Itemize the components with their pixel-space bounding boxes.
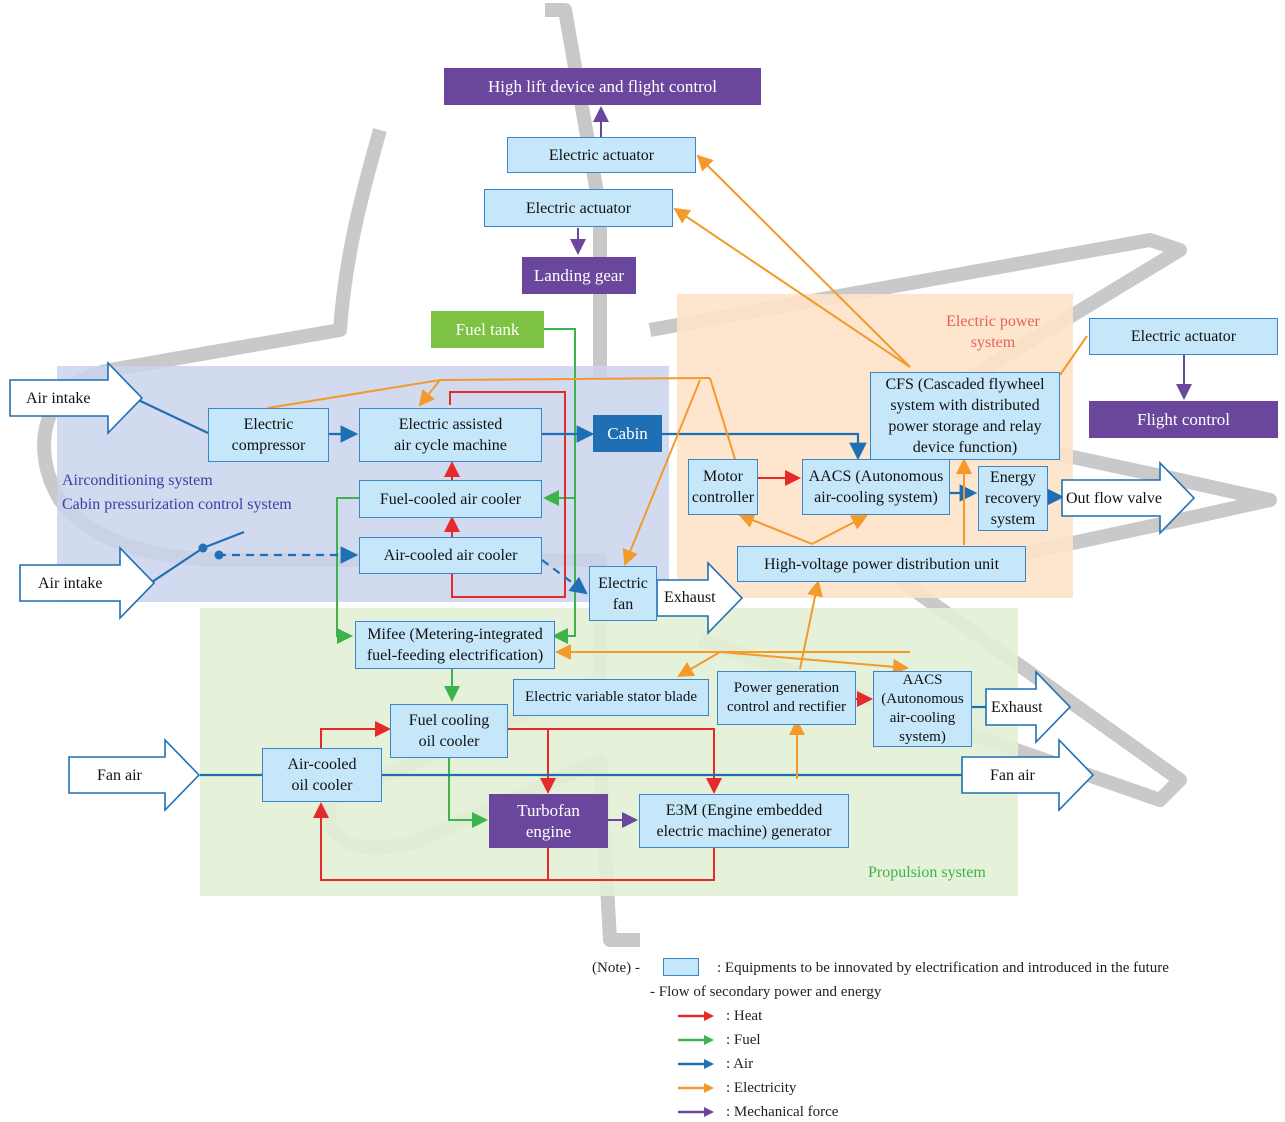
exhaust-2-label: Exhaust <box>991 699 1043 716</box>
electric-actuator-top: Electric actuator <box>507 137 696 173</box>
legend-arrow-icon <box>678 1035 714 1045</box>
legend-item-label: : Air <box>726 1056 754 1072</box>
stator-blade-box: Electric variable stator blade <box>513 679 709 716</box>
legend-equipment-text: : Equipments to be innovated by electrif… <box>717 960 1169 976</box>
air-intake-1-label: Air intake <box>26 390 91 407</box>
air-intake-arrow-1 <box>9 361 144 435</box>
electric-actuator-mid: Electric actuator <box>484 189 673 227</box>
air-intake-arrow-2 <box>19 546 156 620</box>
exhaust-1-label: Exhaust <box>664 589 716 606</box>
mifee-box: Mifee (Metering-integrated fuel-feeding … <box>355 621 555 669</box>
legend-item: : Electricity <box>676 1078 896 1098</box>
out-flow-valve-label: Out flow valve <box>1066 490 1162 507</box>
turbofan-engine-box: Turbofan engine <box>489 794 608 848</box>
fuel-cooled-air-cooler-box: Fuel-cooled air cooler <box>359 480 542 518</box>
flight-control-box: Flight control <box>1089 401 1278 438</box>
power-gen-box: Power generation control and rectifier <box>717 671 856 725</box>
valve-pivot-icon <box>198 543 208 553</box>
e3m-generator-box: E3M (Engine embedded electric machine) g… <box>639 794 849 848</box>
legend-arrow-icon <box>678 1011 714 1021</box>
energy-recovery-box: Energy recovery system <box>978 466 1048 531</box>
heat-flows <box>313 391 873 881</box>
aacs-2-box: AACS (Autonomous air-cooling system) <box>873 671 972 747</box>
legend-arrow-icon <box>678 1083 714 1093</box>
legend-item-label: : Fuel <box>726 1032 761 1048</box>
aircon-label-1: Airconditioning system <box>62 472 213 489</box>
legend-item: : Fuel <box>676 1030 896 1050</box>
legend-item-label: : Mechanical force <box>726 1104 839 1120</box>
fan-air-arrow-right <box>961 738 1095 812</box>
fuel-tank-box: Fuel tank <box>431 311 544 348</box>
out-flow-arrow <box>1061 461 1196 535</box>
legend-note-prefix: (Note) - <box>592 960 640 976</box>
high-lift-box: High lift device and flight control <box>444 68 761 105</box>
aircon-label-2: Cabin pressurization control system <box>62 496 292 513</box>
electricity-flows <box>267 154 1088 779</box>
electric-fan-box: Electric fan <box>589 566 657 621</box>
propulsion-label: Propulsion system <box>868 864 986 881</box>
fuel-cooling-oil-cooler-box: Fuel cooling oil cooler <box>390 704 508 758</box>
motor-controller-box: Motor controller <box>688 459 758 515</box>
legend-item: : Mechanical force <box>676 1102 896 1122</box>
fan-air-left-label: Fan air <box>97 767 142 784</box>
legend-arrow-icon <box>678 1059 714 1069</box>
electric-power-label: Electric power system <box>946 313 1040 351</box>
electric-actuator-right: Electric actuator <box>1089 318 1278 355</box>
electric-compressor-box: Electric compressor <box>208 408 329 462</box>
exhaust-arrow-1 <box>656 561 744 635</box>
mechanical-flows <box>570 106 1192 828</box>
air-cooled-oil-cooler-box: Air-cooled oil cooler <box>262 748 382 802</box>
fan-air-arrow-left <box>68 738 201 812</box>
legend-flow-title: - Flow of secondary power and energy <box>650 984 882 1000</box>
legend-item: : Air <box>676 1054 896 1074</box>
legend-arrow-icon <box>678 1107 714 1117</box>
aacs-1-box: AACS (Autonomous air-cooling system) <box>802 459 950 515</box>
fuel-flows <box>336 328 576 828</box>
hvpdu-box: High-voltage power distribution unit <box>737 546 1026 582</box>
legend-item-label: : Heat <box>726 1008 763 1024</box>
electric-assisted-acm-box: Electric assisted air cycle machine <box>359 408 542 462</box>
air-intake-2-label: Air intake <box>38 575 103 592</box>
legend-item: : Heat <box>676 1006 896 1026</box>
air-cooled-air-cooler-box: Air-cooled air cooler <box>359 537 542 574</box>
fan-air-right-label: Fan air <box>990 767 1035 784</box>
cabin-box: Cabin <box>593 415 662 452</box>
legend-item-label: : Electricity <box>726 1080 797 1096</box>
landing-gear-box: Landing gear <box>522 257 636 294</box>
cfs-box: CFS (Cascaded flywheel system with distr… <box>870 372 1060 460</box>
valve-contact-icon <box>214 550 224 560</box>
legend-equipment-swatch <box>663 958 699 976</box>
exhaust-arrow-2 <box>985 670 1072 744</box>
